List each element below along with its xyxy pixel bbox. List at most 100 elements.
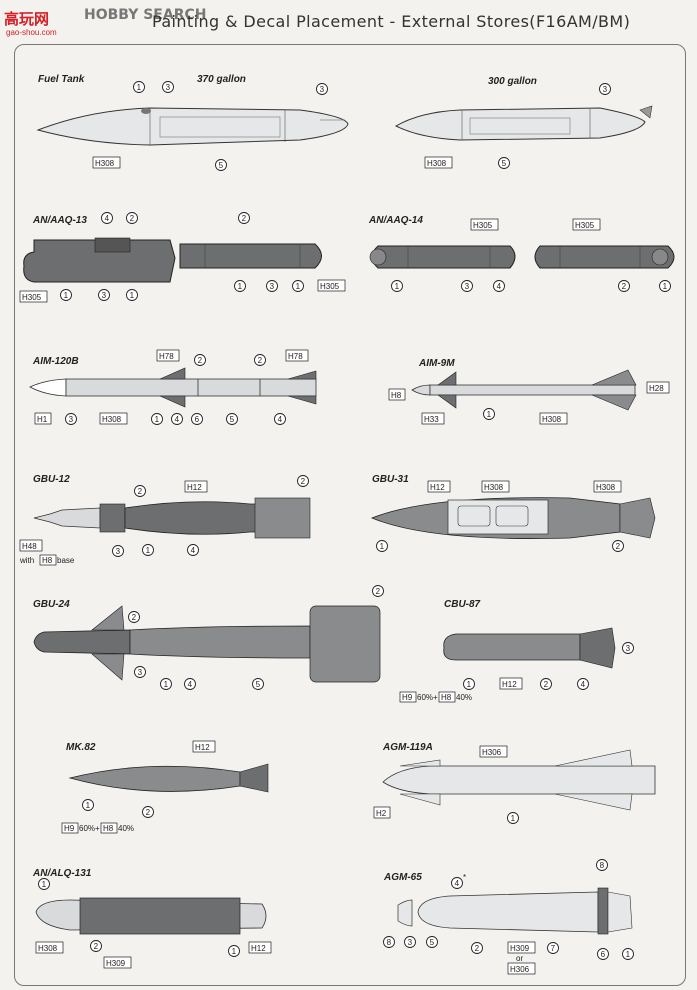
callouts: 1 3 3 5 3 5 4 2 1 3 1 2 1 3 1 1 3 4 2 1 … <box>38 81 671 960</box>
callout: 3 <box>404 936 416 948</box>
svg-text:2: 2 <box>146 808 151 817</box>
code-box: H28 <box>646 381 670 394</box>
svg-text:4: 4 <box>455 879 460 888</box>
code-text: H308 <box>542 415 562 424</box>
logo-main-text: 高玩网 <box>4 10 50 28</box>
code-text: H306 <box>510 965 530 974</box>
code-box: H12 <box>427 480 451 493</box>
mk82-label: MK.82 <box>66 742 96 753</box>
code-text: H308 <box>102 415 122 424</box>
code-box: H306 <box>507 962 536 975</box>
code-box: H12 <box>499 677 523 690</box>
cbu87-bomb <box>443 627 616 669</box>
svg-text:2: 2 <box>376 587 381 596</box>
code-box: H48 <box>19 539 43 552</box>
svg-text:2: 2 <box>475 944 480 953</box>
mk82-bomb <box>68 763 269 793</box>
agm119a-label: AGM-119A <box>382 742 433 753</box>
agm65-missile <box>397 887 633 935</box>
callout: 5 <box>226 413 238 425</box>
code-text: H9 <box>402 693 413 702</box>
callout: 2 <box>372 585 384 597</box>
svg-text:4: 4 <box>188 680 193 689</box>
callout: 4 <box>577 678 589 690</box>
code-text: H8 <box>441 693 452 702</box>
code-text: H8 <box>391 391 402 400</box>
svg-text:2: 2 <box>130 214 135 223</box>
aaq13-pod-left <box>23 237 176 283</box>
callout: 3 <box>98 289 110 301</box>
code-text: H309 <box>510 944 530 953</box>
svg-text:4: 4 <box>175 415 180 424</box>
svg-text:1: 1 <box>380 542 385 551</box>
svg-text:2: 2 <box>138 487 143 496</box>
code-text: H9 <box>64 824 75 833</box>
svg-text:3: 3 <box>465 282 470 291</box>
svg-text:1: 1 <box>86 801 91 810</box>
callout: 2 <box>471 942 483 954</box>
gbu24-bomb <box>33 605 381 683</box>
mk82-note-pct40: 40% <box>118 824 134 833</box>
svg-text:3: 3 <box>69 415 74 424</box>
svg-text:1: 1 <box>238 282 243 291</box>
code-text: H305 <box>473 221 493 230</box>
svg-text:3: 3 <box>320 85 325 94</box>
svg-text:3: 3 <box>626 644 631 653</box>
callout: 5 <box>426 936 438 948</box>
aaq13-pod-right <box>179 243 322 269</box>
svg-text:1: 1 <box>511 814 516 823</box>
callout: 4 <box>493 280 505 292</box>
callout: 3 <box>162 81 174 93</box>
callout: 3 <box>65 413 77 425</box>
code-box: H9 <box>399 691 417 703</box>
svg-text:8: 8 <box>600 861 605 870</box>
callout: 1 <box>234 280 246 292</box>
svg-text:5: 5 <box>502 159 507 168</box>
code-box: H308 <box>35 941 64 954</box>
code-text: H12 <box>430 483 445 492</box>
code-text: H12 <box>187 483 202 492</box>
callout: 2 <box>238 212 250 224</box>
svg-text:1: 1 <box>487 410 492 419</box>
callout: 2 <box>128 611 140 623</box>
svg-text:1: 1 <box>155 415 160 424</box>
code-box: H9 <box>61 822 79 834</box>
code-box: H78 <box>156 349 180 362</box>
svg-text:4: 4 <box>191 546 196 555</box>
code-box: H306 <box>479 745 508 758</box>
svg-text:2: 2 <box>544 680 549 689</box>
aaq14-pod-right <box>534 245 675 269</box>
code-text: H306 <box>482 748 502 757</box>
code-box: H1 <box>34 412 52 425</box>
svg-text:2: 2 <box>258 356 263 365</box>
code-text: H308 <box>427 159 447 168</box>
svg-text:1: 1 <box>64 291 69 300</box>
code-text: H12 <box>502 680 517 689</box>
logo-url-text: gao-shou.com <box>6 28 57 37</box>
callout: 8 <box>383 936 395 948</box>
code-box: H8 <box>100 822 118 834</box>
aaq14-pod-left <box>369 245 516 269</box>
callout: 3 <box>134 666 146 678</box>
svg-text:5: 5 <box>230 415 235 424</box>
code-text: H78 <box>288 352 303 361</box>
code-box: H78 <box>285 349 309 362</box>
svg-text:2: 2 <box>132 613 137 622</box>
gbu31-bomb <box>370 497 656 539</box>
gal370-label: 370 gallon <box>197 74 246 85</box>
code-box: H308 <box>539 412 568 425</box>
code-box: H309 <box>103 956 132 969</box>
callout: 1 <box>142 544 154 556</box>
callout: 1 <box>622 948 634 960</box>
cbu87-label: CBU-87 <box>444 599 481 610</box>
watermark-logo: 高玩网 HOBBY SEARCH gao-shou.com <box>4 4 206 40</box>
callout: 1 <box>391 280 403 292</box>
svg-text:3: 3 <box>408 938 413 947</box>
agm119a-missile <box>382 749 656 811</box>
code-text: H48 <box>22 542 37 551</box>
callout: 1 <box>151 413 163 425</box>
alq131-label: AN/ALQ-131 <box>32 868 92 879</box>
svg-text:3: 3 <box>270 282 275 291</box>
callout: 5 <box>215 159 227 171</box>
